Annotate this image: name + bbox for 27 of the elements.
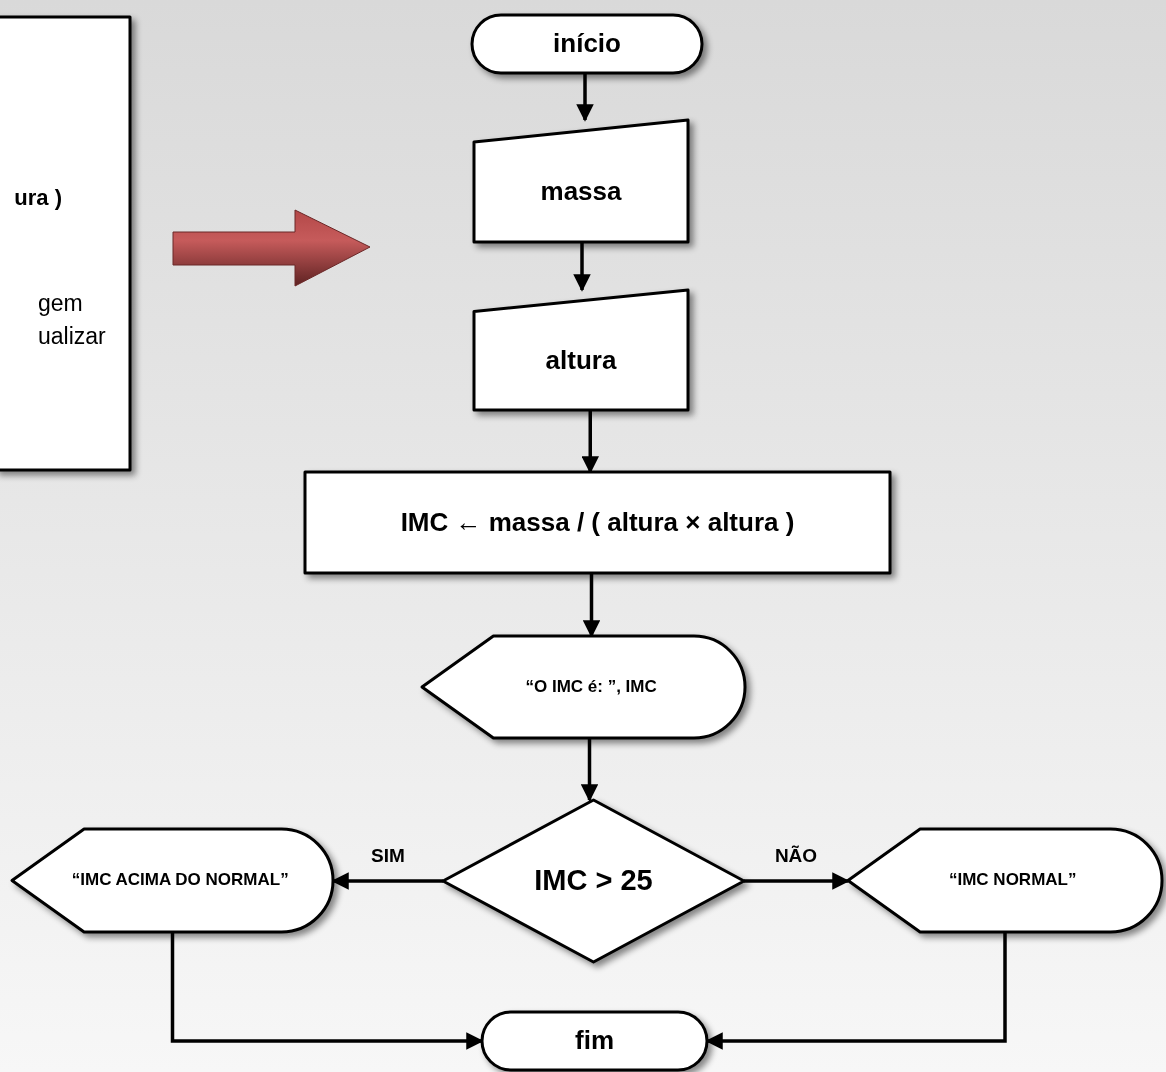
node-label: início [552,27,622,61]
arrow [573,242,591,292]
terminal-shape [482,1012,707,1070]
node-label: “IMC ACIMA DO NORMAL” [70,869,290,892]
edge-label: SIM [370,845,406,867]
arrow [580,738,599,802]
node-label: “O IMC é: ”, IMC [524,675,658,698]
decision-diamond [443,800,744,962]
note-box [0,17,130,470]
note-text: gem ualizar [38,289,107,352]
node-label: fim [574,1024,615,1058]
formula-text: ura ) [13,184,62,212]
node-label: IMC ← massa / ( altura × altura ) [399,505,796,539]
manual-input-shape [474,290,688,410]
display-shape [422,636,745,738]
node-label: IMC > 25 [533,863,654,899]
terminal-shape [472,15,702,73]
display-shape [12,829,333,932]
arrow [744,872,850,890]
process-box [305,472,890,573]
arrow [576,73,594,122]
node-label: altura [544,343,618,377]
manual-input-shape [474,120,688,242]
node-label: massa [539,175,623,209]
node-label: “IMC NORMAL” [948,869,1078,892]
edge-label: NÃO [773,845,819,867]
display-shape [848,829,1162,932]
